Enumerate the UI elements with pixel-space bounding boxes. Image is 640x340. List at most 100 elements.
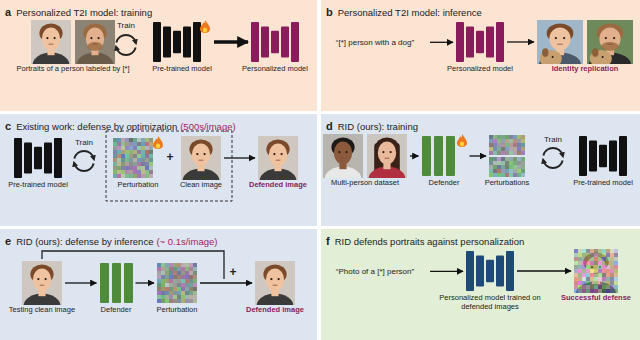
figure-part [606, 289, 610, 293]
network-icon [579, 136, 627, 176]
figure-part [602, 257, 606, 261]
figure-part [586, 256, 606, 279]
figure-part [121, 138, 125, 142]
figure-part [521, 161, 525, 165]
figure-part [113, 166, 117, 170]
figure-part [378, 141, 396, 164]
node-illustration [323, 134, 407, 178]
flow-arrow [214, 40, 248, 44]
flow-arrow [136, 282, 155, 283]
model-block: Pre-trained model [569, 134, 637, 188]
figure-part [31, 20, 71, 64]
figure-part [189, 299, 193, 303]
figure-part [124, 263, 133, 303]
figure-part [521, 173, 525, 177]
network-icon [456, 22, 504, 62]
defender-block: Defender [92, 261, 140, 315]
node-caption: Pre-trained model [4, 181, 72, 190]
figure-part [137, 154, 141, 158]
clean-image: Clean image [176, 136, 226, 190]
figure-part [606, 273, 610, 277]
figure-part [614, 261, 618, 265]
figure-part [181, 287, 185, 291]
figure-part [177, 271, 181, 275]
figure-part [145, 154, 149, 158]
figure-part [113, 162, 117, 166]
figure-part [117, 170, 121, 174]
figure-part [493, 135, 497, 139]
figure-part [145, 162, 149, 166]
figure-part [614, 257, 618, 261]
node-illustration [456, 20, 504, 64]
figure-part [165, 267, 169, 271]
figure-part [125, 146, 129, 150]
figure-part [169, 275, 173, 279]
network-icon [466, 251, 514, 291]
figure-part [113, 174, 117, 178]
defended-image: Defended image [238, 261, 312, 315]
train-label: Train [544, 136, 562, 144]
flow-arrow [65, 282, 97, 283]
figure-part [501, 139, 505, 143]
figure-part [129, 142, 133, 146]
figure-part [157, 299, 161, 303]
figure-part [505, 157, 509, 161]
figure-part [181, 136, 221, 180]
figure-part [599, 145, 607, 167]
node-illustration [489, 134, 525, 178]
figure-part [165, 295, 169, 299]
figure-part [189, 295, 193, 299]
figure-part [165, 287, 169, 291]
figure-part [189, 271, 193, 275]
node-illustration [422, 134, 467, 178]
train-cycle-icon [116, 35, 135, 55]
node-illustration [537, 20, 633, 64]
figure-part [193, 291, 197, 295]
figure-part [578, 249, 582, 253]
figure-part [610, 289, 614, 293]
figure-part [542, 48, 548, 57]
figure-part [141, 138, 145, 142]
figure-part [133, 154, 137, 158]
figure-part [193, 271, 197, 275]
figure-part [489, 161, 493, 165]
figure-part [24, 142, 32, 173]
figure-part [149, 170, 153, 174]
figure-part [161, 287, 165, 291]
figure-part [185, 291, 189, 295]
figure-part [185, 279, 189, 283]
figure-part [390, 151, 392, 153]
figure-part [181, 279, 185, 283]
figure-part [496, 22, 504, 62]
figure-part [574, 249, 618, 293]
figure-part [505, 151, 509, 155]
figure-part [255, 261, 295, 305]
figure-part [586, 249, 590, 253]
figure-part [610, 261, 614, 265]
figure-part [137, 150, 141, 154]
figure-part [125, 150, 129, 154]
figure-part [54, 138, 62, 178]
figure-part [113, 142, 117, 146]
figure-part [145, 174, 149, 178]
figure-part [590, 269, 594, 273]
figure-part [509, 151, 513, 155]
figure-part [610, 269, 614, 273]
figure-part [501, 165, 505, 169]
figure-part [505, 139, 509, 143]
figure-part [505, 169, 509, 173]
defender-icon [422, 136, 455, 176]
figure-part [602, 261, 606, 265]
figure-part [177, 291, 181, 295]
figure-part [46, 37, 48, 39]
figure-part [185, 263, 189, 267]
figure-part [578, 281, 582, 285]
figure-part [161, 275, 165, 279]
figure-part [587, 20, 633, 64]
figure-part [203, 27, 207, 32]
figure-part [497, 151, 501, 155]
figure-part [133, 170, 137, 174]
network-icon [251, 22, 299, 62]
figure-part [578, 285, 582, 289]
figure-part [33, 268, 51, 291]
